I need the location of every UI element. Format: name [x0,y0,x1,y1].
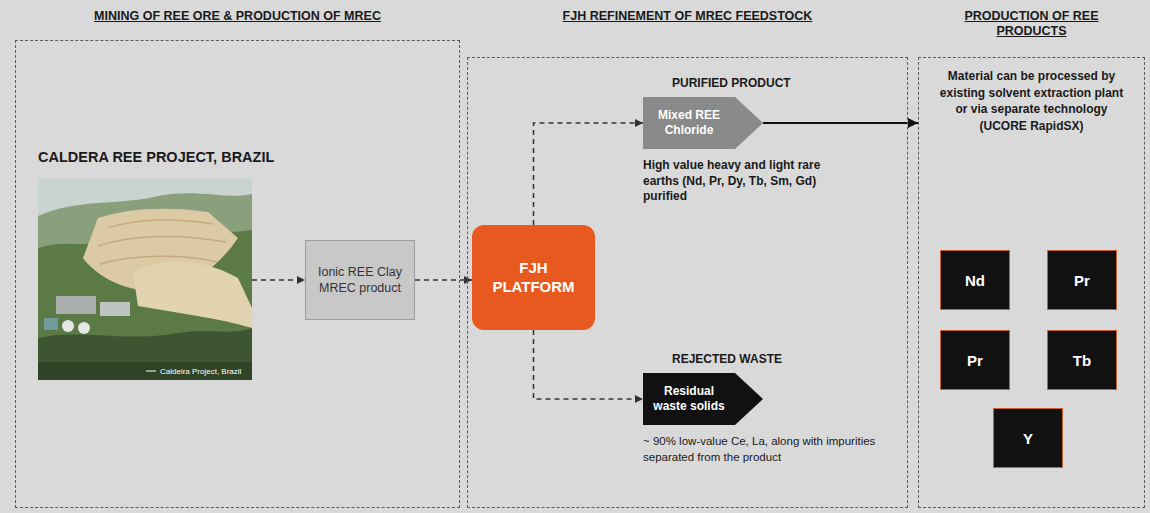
node-label: Residual waste solids [643,373,735,425]
arrow-shape [643,373,763,425]
dashed-arrow [252,279,305,281]
element-tile: Tb [1047,330,1117,390]
mine-illustration [38,178,252,380]
flow-arrow [763,122,918,124]
panel-heading: FJH REFINEMENT OF MREC FEEDSTOCK [467,9,908,24]
element-tile: Pr [1047,250,1117,310]
caption-dash [146,371,156,372]
element-tile: Nd [940,250,1010,310]
stage-panel: MINING OF REE ORE & PRODUCTION OF MREC CA… [15,6,460,508]
pond [44,318,58,330]
dashed-arrow [415,279,472,281]
product-arrow-shape: Mixed REE Chloride [643,97,763,149]
description-text: Material can be processed by existing so… [918,68,1145,134]
node-label: Pr [967,352,983,369]
description-text: High value heavy and light rare earths (… [643,158,858,205]
arrow-shape [643,97,763,149]
panel-heading: PRODUCTION OF REE PRODUCTS [957,9,1107,39]
node-label: CALDERA REE PROJECT, BRAZIL [38,149,274,165]
element-tile: Pr [940,330,1010,390]
plant-tank [78,322,90,334]
plant-building [100,302,130,316]
section-heading: PURIFIED PRODUCT [643,76,791,90]
node-label: Mixed REE Chloride [643,97,735,149]
node-label: FJH PLATFORM [484,259,583,297]
element-tile: Y [993,408,1063,468]
image-caption: Caldeira Project, Brazil [160,367,241,376]
mine-terrace [100,256,218,264]
plant-tank [62,320,74,332]
platform-box: FJH PLATFORM [472,225,595,330]
foreground-forest [38,328,252,380]
description-text: ~ 90% low-value Ce, La, along with impur… [643,434,878,465]
section-heading: REJECTED WASTE [643,352,782,366]
process-box: Ionic REE Clay MREC product [305,240,415,320]
mine-terrace [108,220,213,228]
stage-panel: PRODUCTION OF REE PRODUCTS Material can b… [918,6,1145,508]
caption-strip [38,362,252,380]
node-label: Pr [1074,272,1090,289]
stage-panel: FJH REFINEMENT OF MREC FEEDSTOCK FJH PLAT… [467,6,908,508]
product-arrow: Mixed REE Chloride PURIFIED PRODUCT High v… [643,76,893,205]
panel-heading: MINING OF REE ORE & PRODUCTION OF MREC [15,9,460,24]
node-label: Nd [965,272,985,289]
waste-arrow-shape: Residual waste solids [643,373,763,425]
dashed-arrow [534,123,644,225]
node-label: Tb [1073,352,1091,369]
mine-terrace [98,236,226,246]
sky [38,178,252,380]
node-label: Ionic REE Clay MREC product [314,264,406,297]
dashed-arrow [534,330,644,399]
node-label: Y [1023,430,1033,447]
mine-slope [133,262,252,328]
waste-arrow: Residual waste solids REJECTED WASTE ~ 90%… [643,352,893,465]
project-image: Caldeira Project, Brazil [38,178,252,380]
plant-building [56,296,96,314]
